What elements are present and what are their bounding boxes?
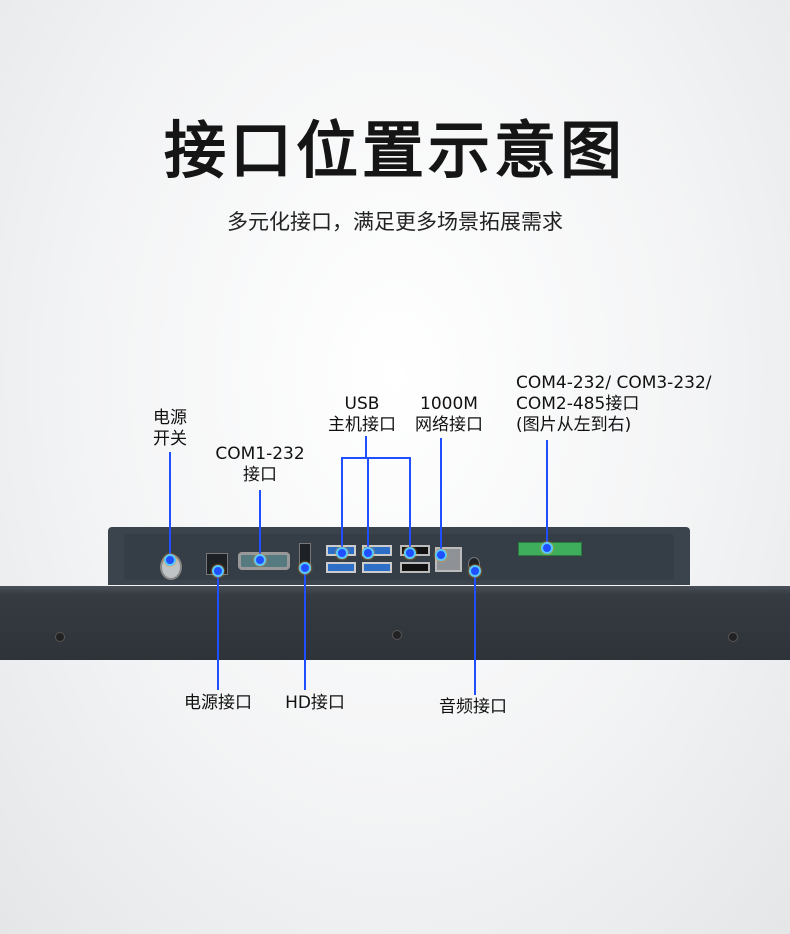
callout-dot [336, 547, 348, 559]
label-power-switch: 电源 开关 [153, 408, 187, 449]
callout-line [341, 457, 411, 459]
callout-dot [404, 547, 416, 559]
callout-dot [212, 565, 224, 577]
callout-line [341, 457, 343, 552]
callout-line [169, 452, 171, 560]
usb-port [326, 562, 356, 573]
callout-line [367, 457, 369, 552]
screw-icon [55, 632, 65, 642]
label-power-port: 电源接口 [184, 693, 252, 713]
callout-line [365, 436, 367, 458]
callout-line [440, 438, 442, 555]
callout-line [546, 440, 548, 548]
label-com1: COM1-232 接口 [215, 444, 305, 485]
label-lan: 1000M 网络接口 [415, 394, 483, 435]
callout-line [474, 570, 476, 695]
device-front-bezel [0, 586, 790, 660]
label-usb: USB 主机接口 [328, 394, 396, 435]
callout-line [409, 457, 411, 552]
callout-dot [435, 549, 447, 561]
callout-line [259, 490, 261, 560]
callout-line [304, 567, 306, 690]
callout-dot [362, 547, 374, 559]
callout-dot [541, 542, 553, 554]
subtitle: 多元化接口，满足更多场景拓展需求 [227, 210, 563, 234]
callout-dot [164, 554, 176, 566]
screw-icon [728, 632, 738, 642]
usb-port [400, 562, 430, 573]
screw-icon [392, 630, 402, 640]
label-audio: 音频接口 [439, 697, 507, 717]
callout-dot [469, 565, 481, 577]
page-title: 接口位置示意图 [163, 114, 626, 187]
usb-port [362, 562, 392, 573]
label-com-terminal: COM4-232/ COM3-232/ COM2-485接口 (图片从左到右) [516, 373, 712, 435]
callout-dot [299, 562, 311, 574]
callout-line [217, 570, 219, 690]
label-hd: HD接口 [285, 693, 345, 713]
callout-dot [254, 554, 266, 566]
